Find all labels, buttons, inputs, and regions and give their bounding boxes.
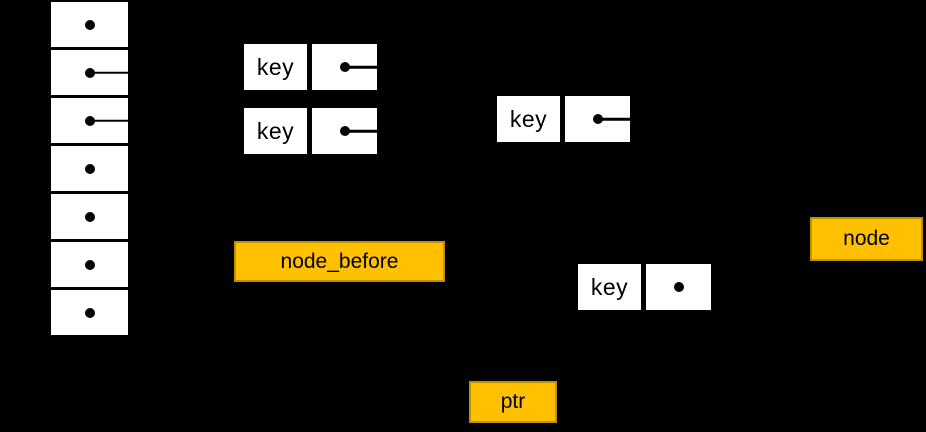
node-key-label: key [509, 105, 548, 132]
pointer-dot-icon [84, 211, 95, 222]
pointer-line [344, 65, 377, 69]
pointer-dot-icon [84, 307, 95, 318]
array-cell [51, 290, 128, 335]
pointer-line [89, 119, 128, 122]
node-key-cell: key [244, 44, 307, 90]
list-node: key [497, 96, 630, 142]
list-node: key [578, 264, 711, 310]
array-cell [51, 146, 128, 191]
node-key-cell: key [244, 108, 307, 154]
array-cell [51, 194, 128, 239]
node-key-label: key [256, 117, 295, 144]
pointer-line [344, 129, 377, 133]
node-key-cell: key [578, 264, 641, 310]
node-pointer-cell [646, 264, 711, 310]
label-ptr: ptr [469, 381, 557, 423]
bucket-array [51, 2, 128, 338]
array-cell [51, 50, 128, 95]
list-node: key [244, 108, 377, 154]
array-cell [51, 98, 128, 143]
array-cell [51, 242, 128, 287]
label-node: node [810, 217, 923, 261]
pointer-line [597, 117, 630, 121]
node-key-label: key [590, 273, 629, 300]
pointer-line [89, 71, 128, 74]
node-key-label: key [256, 53, 295, 80]
array-cell [51, 2, 128, 47]
node-pointer-cell [565, 96, 630, 142]
label-node-before: node_before [234, 241, 445, 282]
pointer-dot-icon [84, 259, 95, 270]
pointer-dot-icon [84, 163, 95, 174]
pointer-dot-icon [84, 19, 95, 30]
pointer-dot-icon [673, 282, 684, 292]
node-pointer-cell [312, 108, 377, 154]
list-node: key [244, 44, 377, 90]
node-pointer-cell [312, 44, 377, 90]
node-key-cell: key [497, 96, 560, 142]
